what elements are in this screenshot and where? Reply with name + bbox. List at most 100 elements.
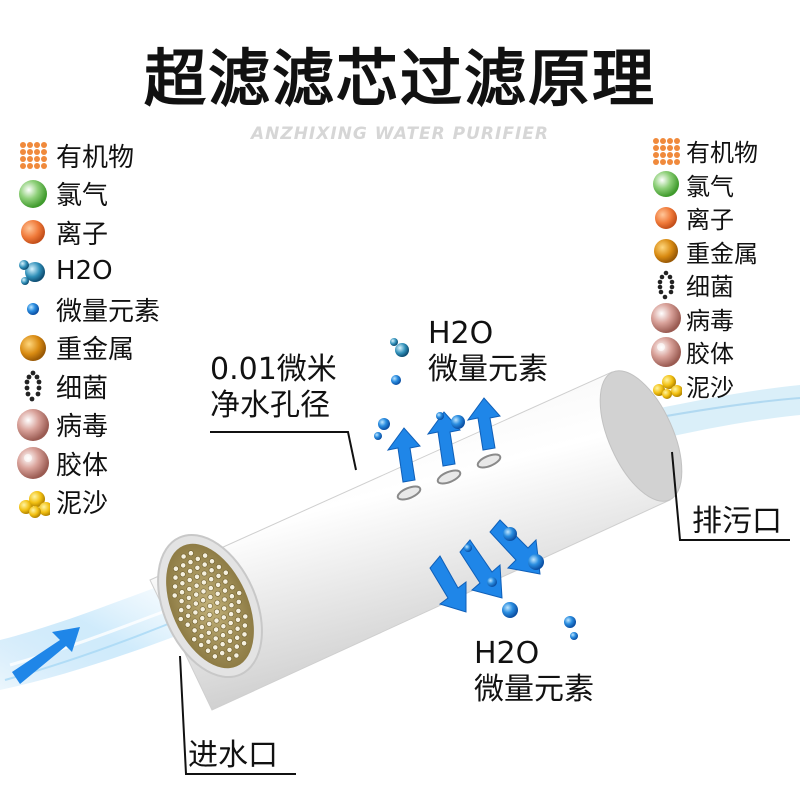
hollow-fiber-hole xyxy=(215,564,222,570)
hollow-fiber-hole xyxy=(226,655,232,662)
hollow-fiber-hole xyxy=(178,598,185,604)
hollow-fiber-hole xyxy=(187,550,194,557)
legend-item: 氯气 xyxy=(650,168,758,202)
hollow-fiber-hole xyxy=(215,582,221,588)
legend-label: 胶体 xyxy=(56,450,109,481)
hollow-fiber-hole xyxy=(241,640,247,647)
legend-label: 病毒 xyxy=(56,412,109,443)
hollow-fiber-hole xyxy=(205,647,211,654)
pore-size-caption: 净水孔径 xyxy=(210,388,330,423)
legend-item: 重金属 xyxy=(16,329,160,368)
hollow-fiber-hole xyxy=(235,599,242,605)
hollow-fiber-hole xyxy=(215,573,222,579)
hollow-fiber-hole xyxy=(211,653,218,660)
hollow-fiber-hole xyxy=(226,647,233,653)
hollow-fiber-hole xyxy=(229,584,236,591)
legend-label: 氯气 xyxy=(56,181,109,212)
hollow-fiber-hole xyxy=(206,612,213,618)
right-legend: 有机物 氯气 离子 重金属 细菌 病毒 胶体 泥沙 xyxy=(650,134,758,402)
hollow-fiber-hole xyxy=(207,603,213,609)
legend-item: 离子 xyxy=(650,201,758,235)
legend-label: 有机物 xyxy=(686,139,758,168)
legend-label: 重金属 xyxy=(56,335,135,366)
membrane-end-face xyxy=(157,533,263,679)
legend-item: 微量元素 xyxy=(16,290,160,329)
virus-icon xyxy=(16,408,50,442)
hollow-fiber-hole xyxy=(185,612,191,619)
hollow-fiber-hole xyxy=(198,633,205,639)
legend-label: 细菌 xyxy=(56,373,109,404)
hollow-fiber-hole xyxy=(241,622,248,629)
hollow-fiber-hole xyxy=(221,605,228,612)
leader-lines xyxy=(179,431,790,775)
hollow-fiber-hole xyxy=(205,629,212,636)
ion-icon xyxy=(16,215,50,249)
hollow-fiber-hole xyxy=(214,590,221,597)
hollow-fiber-hole xyxy=(186,577,193,583)
legend-item: 重金属 xyxy=(650,235,758,269)
legend-label: 胶体 xyxy=(686,340,734,369)
legend-item: 细菌 xyxy=(16,367,160,406)
hollow-fiber-hole xyxy=(207,594,214,600)
hollow-fiber-hole xyxy=(241,631,248,638)
h2o-label: H2O xyxy=(428,316,494,351)
legend-label: 泥沙 xyxy=(56,489,109,520)
heavy-metal-icon xyxy=(16,331,50,365)
hollow-fiber-hole xyxy=(172,583,178,590)
legend-item: 病毒 xyxy=(16,406,160,445)
water-molecules xyxy=(374,338,578,640)
chlorine-icon xyxy=(16,177,50,211)
hollow-fiber-hole xyxy=(179,589,185,596)
legend-label: 泥沙 xyxy=(686,373,734,402)
hollow-fiber-hole xyxy=(213,617,220,624)
hollow-fiber-hole xyxy=(178,607,185,613)
hollow-fiber-hole xyxy=(179,580,186,587)
hollow-fiber-hole xyxy=(201,570,208,577)
hollow-fiber-hole xyxy=(234,634,241,641)
brand-name: ANZHIXING WATER PURIFIER xyxy=(250,124,549,144)
sediment-icon xyxy=(650,369,682,401)
hollow-fiber-hole xyxy=(233,652,240,659)
hollow-fiber-hole xyxy=(227,620,234,626)
hollow-fiber-hole xyxy=(227,629,234,635)
colloid-icon xyxy=(16,446,50,480)
legend-label: 有机物 xyxy=(56,142,135,173)
hollow-fiber-hole xyxy=(221,596,228,603)
hollow-fiber-hole xyxy=(222,578,229,585)
hollow-fiber-hole xyxy=(228,593,235,600)
hollow-fiber-hole xyxy=(198,624,205,630)
chlorine-icon xyxy=(650,168,682,200)
hollow-fiber-hole xyxy=(180,553,187,560)
hollow-fiber-hole xyxy=(236,590,243,596)
hollow-fiber-hole xyxy=(212,644,219,651)
organic-matter-icon xyxy=(16,138,50,172)
hollow-fiber-hole xyxy=(219,650,226,656)
inlet-arrow xyxy=(12,627,80,684)
legend-label: 重金属 xyxy=(686,239,758,268)
hollow-fiber-hole xyxy=(192,609,199,616)
ion-icon xyxy=(650,202,682,234)
hollow-fiber-hole xyxy=(235,616,241,623)
water-inlet-label: 进水口 xyxy=(188,738,278,773)
hollow-fiber-hole xyxy=(235,608,242,614)
colloid-icon xyxy=(650,336,682,368)
hollow-fiber-hole xyxy=(242,613,249,620)
legend-item: 胶体 xyxy=(16,444,160,483)
hollow-fiber-hole xyxy=(194,564,201,571)
bacteria-icon xyxy=(16,369,50,403)
virus-icon xyxy=(650,302,682,334)
legend-label: 离子 xyxy=(686,206,734,235)
hollow-fiber-hole xyxy=(220,614,227,621)
hollow-fiber-hole xyxy=(185,603,192,610)
hollow-fiber-hole xyxy=(228,602,235,609)
hollow-fiber-hole xyxy=(179,571,186,578)
hollow-fiber-hole xyxy=(198,642,204,648)
hollow-fiber-hole xyxy=(208,576,215,583)
hollow-fiber-hole xyxy=(220,623,227,630)
hollow-fiber-hole xyxy=(191,636,198,643)
hollow-fiber-hole xyxy=(214,599,221,606)
hollow-fiber-hole xyxy=(209,558,215,565)
hollow-fiber-hole xyxy=(194,556,201,562)
bacteria-icon xyxy=(650,269,682,301)
